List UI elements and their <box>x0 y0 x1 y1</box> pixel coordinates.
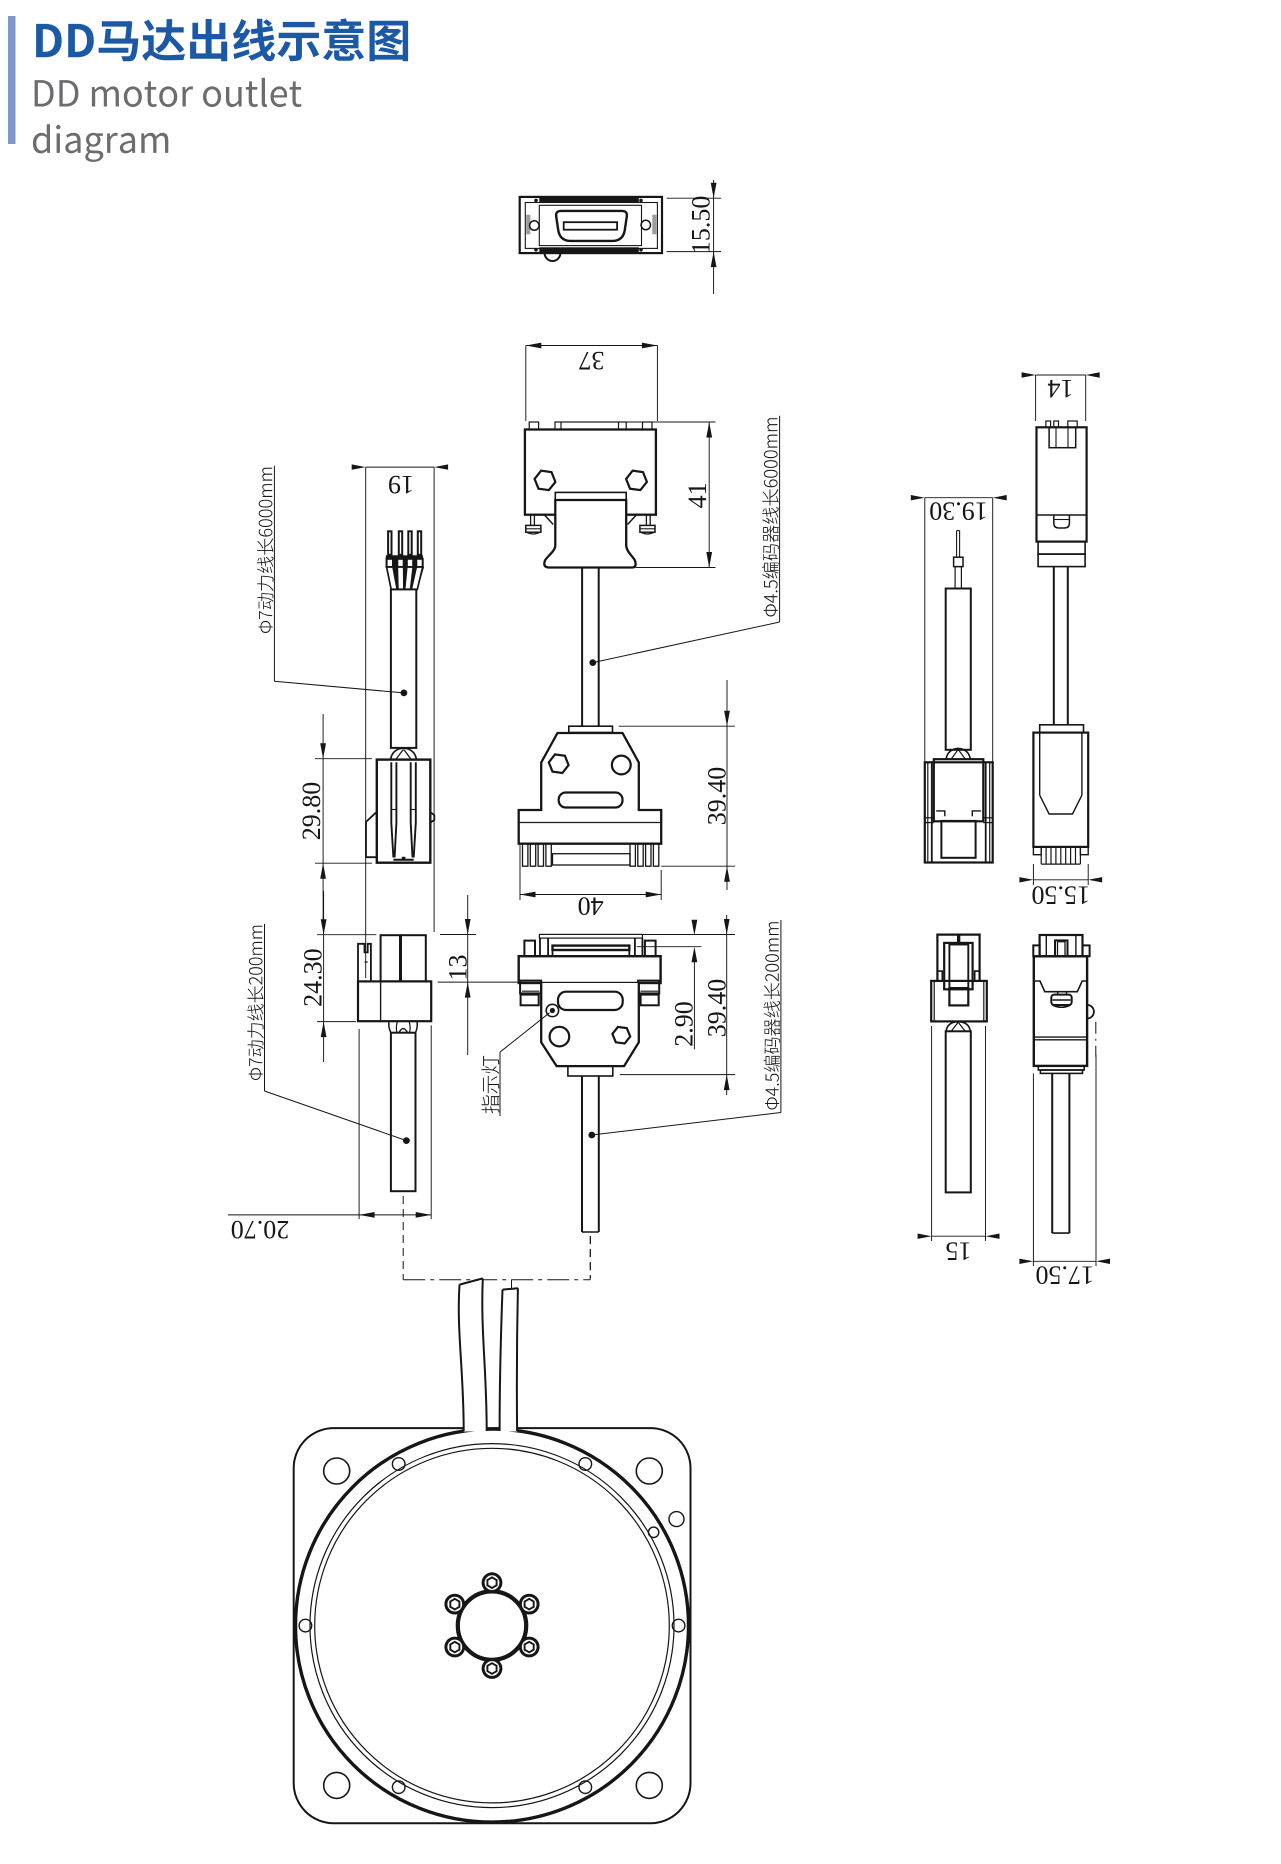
svg-text:40: 40 <box>578 892 604 921</box>
svg-text:15: 15 <box>946 1237 972 1266</box>
svg-text:20.70: 20.70 <box>231 1215 290 1244</box>
svg-text:2.90: 2.90 <box>670 1001 699 1047</box>
svg-text:39.40: 39.40 <box>703 767 732 826</box>
svg-text:13: 13 <box>444 955 473 981</box>
svg-text:39.40: 39.40 <box>703 979 732 1038</box>
svg-text:29.80: 29.80 <box>297 782 326 841</box>
svg-text:14: 14 <box>1048 374 1074 403</box>
svg-text:17.50: 17.50 <box>1035 1261 1094 1290</box>
svg-text:24.30: 24.30 <box>299 948 328 1007</box>
svg-text:19: 19 <box>388 470 414 499</box>
svg-text:37: 37 <box>579 346 605 375</box>
svg-text:15.50: 15.50 <box>687 196 716 255</box>
svg-text:41: 41 <box>683 482 712 508</box>
svg-text:19.30: 19.30 <box>929 497 988 526</box>
svg-text:15.50: 15.50 <box>1032 881 1091 910</box>
